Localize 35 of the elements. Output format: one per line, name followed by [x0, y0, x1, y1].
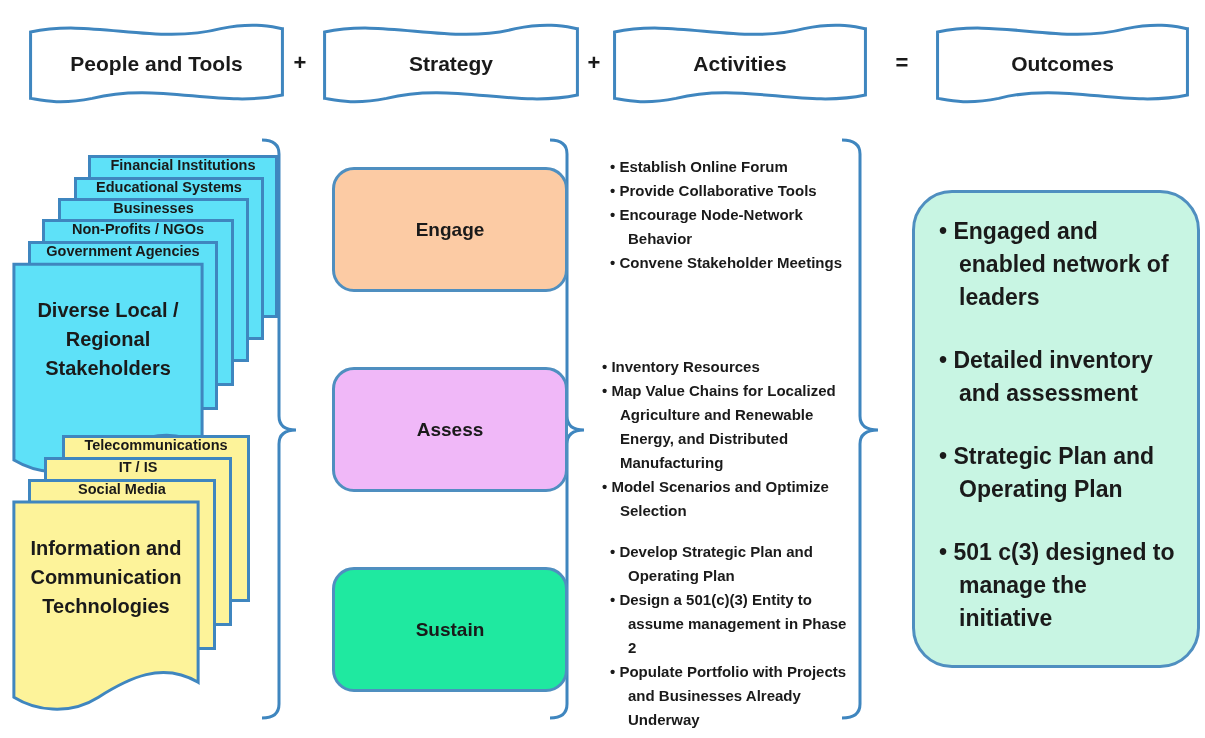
bullet-text: • Detailed inventory and assessment — [939, 346, 1154, 408]
bullet-text: • Encourage Node-Network Behavior — [610, 205, 804, 249]
bullet-text: • Establish Online Forum — [610, 157, 789, 177]
strategy-box: Assess — [332, 367, 568, 492]
bullet-text: • Map Value Chains for Localized Agriculture and Renewable Energy, and Distributed Manufacturing — [602, 381, 837, 473]
banner-title: People and Tools — [69, 51, 244, 76]
bullet-text: • Design a 501(c)(3) Entity to assume management in Phase 2 — [610, 590, 848, 658]
strategy-box: Engage — [332, 167, 568, 292]
banner-title: Activities — [692, 51, 788, 76]
document-label: Social Media — [77, 481, 167, 497]
banner-title: Outcomes — [1010, 51, 1115, 76]
document-label: Businesses — [112, 200, 195, 216]
banner-title: Strategy — [408, 51, 494, 76]
bullet-text: • Engaged and enabled network of leaders — [939, 217, 1170, 312]
operator-symbol: = — [894, 50, 910, 77]
bullet-text: • Inventory Resources — [602, 357, 761, 377]
document-label: IT / IS — [117, 459, 159, 475]
document-label: Financial Institutions — [109, 157, 257, 173]
document-label: Educational Systems — [95, 179, 243, 195]
document-label: Government Agencies — [45, 243, 201, 259]
document-label: Telecommunications — [83, 437, 229, 453]
bullet-text: • Model Scenarios and Optimize Selection — [602, 477, 830, 521]
outcomes-panel — [912, 190, 1200, 668]
document-label: Information and Communication Technologies — [29, 536, 183, 619]
operator-symbol: + — [292, 50, 308, 77]
bullet-text: • 501 c(3) designed to manage the initiative — [939, 538, 1176, 633]
bullet-text: • Develop Strategic Plan and Operating Plan — [610, 542, 814, 586]
bullet-text: • Convene Stakeholder Meetings — [610, 253, 843, 273]
bullet-text: • Strategic Plan and Operating Plan — [939, 442, 1156, 504]
operator-symbol: + — [586, 50, 602, 77]
strategy-box: Sustain — [332, 567, 568, 692]
document-label: Diverse Local / Regional Stakeholders — [36, 298, 180, 381]
bullet-text: • Populate Portfolio with Projects and Businesses Already Underway — [610, 662, 848, 730]
bullet-text: • Provide Collaborative Tools — [610, 181, 818, 201]
document-label: Non-Profits / NGOs — [70, 221, 206, 237]
